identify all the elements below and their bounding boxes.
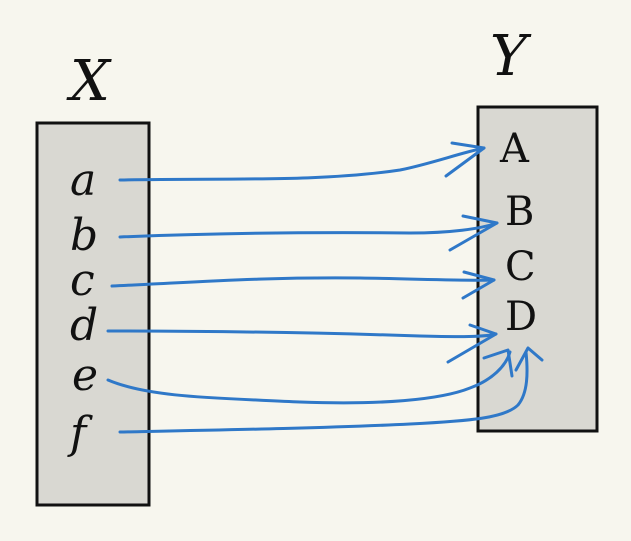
codomain-element-D: D <box>505 294 537 340</box>
arrow-c-to-C <box>110 270 496 300</box>
arrow-f-to-D <box>118 346 544 434</box>
domain-element-c: c <box>70 255 95 306</box>
domain-title: X <box>66 49 112 114</box>
codomain-title: Y <box>490 24 532 89</box>
arrow-d-to-D <box>106 323 498 364</box>
arrow-a-to-A <box>118 141 486 182</box>
domain-element-b: b <box>70 210 98 261</box>
domain-box <box>35 121 151 507</box>
arrow-e-to-D <box>106 348 514 405</box>
domain-element-e: e <box>72 350 98 401</box>
codomain-element-B: B <box>505 189 534 235</box>
arrow-b-to-B <box>118 214 499 252</box>
codomain-set: Y A B C D <box>476 24 599 433</box>
domain-element-a: a <box>70 155 96 206</box>
domain-set: X a b c d e f <box>35 49 151 507</box>
domain-element-d: d <box>70 300 98 351</box>
mapping-arrows <box>106 141 544 434</box>
codomain-element-A: A <box>499 126 530 172</box>
codomain-element-C: C <box>505 244 536 290</box>
codomain-box <box>476 105 599 433</box>
